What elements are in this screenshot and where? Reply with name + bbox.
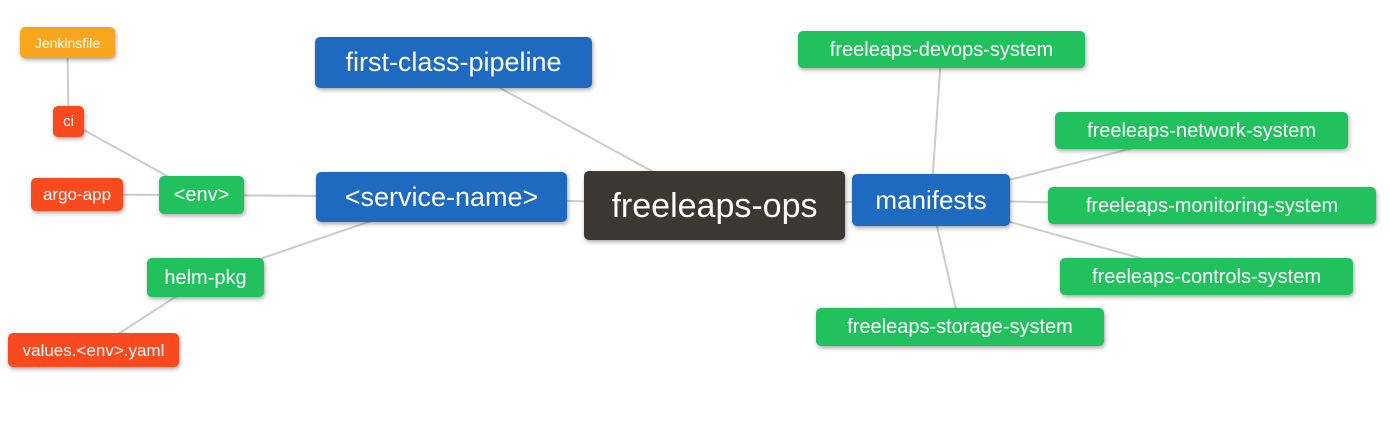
node-freeleaps-storage-system[interactable]: freeleaps-storage-system (816, 308, 1104, 346)
node-label: helm-pkg (164, 266, 247, 289)
node-first-class-pipeline[interactable]: first-class-pipeline (315, 37, 592, 88)
node-label: values.<env>.yaml (22, 340, 165, 360)
node-helm-pkg[interactable]: helm-pkg (147, 258, 264, 297)
node-label: first-class-pipeline (345, 47, 562, 77)
node-freeleaps-controls-system[interactable]: freeleaps-controls-system (1060, 258, 1353, 295)
node-label: ci (63, 113, 74, 130)
node-freeleaps-monitoring-system[interactable]: freeleaps-monitoring-system (1048, 187, 1376, 224)
node-freeleaps-ops[interactable]: freeleaps-ops (584, 171, 845, 240)
node-label: argo-app (42, 185, 112, 204)
node-label: freeleaps-storage-system (847, 316, 1073, 338)
node-label: freeleaps-devops-system (829, 38, 1054, 61)
node-label: <env> (173, 184, 230, 206)
node-ci[interactable]: ci (53, 106, 84, 137)
node-manifests[interactable]: manifests (852, 174, 1010, 226)
node-argo-app[interactable]: argo-app (31, 178, 123, 211)
node-service-name[interactable]: <service-name> (316, 172, 567, 222)
node-jenkinsfile[interactable]: Jenkinsfile (20, 27, 115, 58)
node-label: <service-name> (344, 181, 539, 212)
node-env[interactable]: <env> (159, 176, 244, 214)
node-values-env-yaml[interactable]: values.<env>.yaml (8, 333, 179, 367)
node-label: freeleaps-controls-system (1092, 265, 1321, 288)
node-label: manifests (875, 185, 987, 215)
node-label: freeleaps-monitoring-system (1085, 194, 1339, 217)
node-label: Jenkinsfile (34, 34, 101, 51)
node-freeleaps-devops-system[interactable]: freeleaps-devops-system (798, 31, 1085, 68)
node-label: freeleaps-network-system (1087, 119, 1316, 142)
node-label: freeleaps-ops (611, 186, 818, 225)
node-freeleaps-network-system[interactable]: freeleaps-network-system (1055, 112, 1348, 149)
